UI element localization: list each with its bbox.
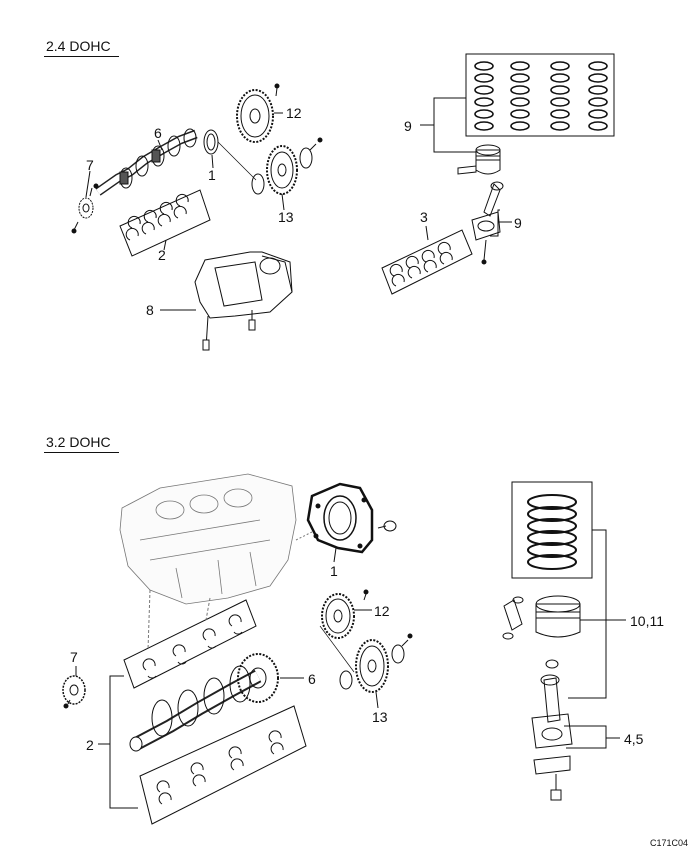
upper-bearings-3-2-illustration xyxy=(123,599,257,689)
callout-flywheel-3-2: 12 xyxy=(374,603,390,619)
section-title-2-4-dohc: 2.4 DOHC xyxy=(44,38,119,57)
flywheel-3-2-illustration xyxy=(321,589,369,639)
flywheel-2-4-illustration xyxy=(236,83,280,143)
callout-flywheel-2-4: 12 xyxy=(286,105,302,121)
piston-3-2-illustration xyxy=(535,595,581,638)
callout-drive-plate-3-2: 13 xyxy=(372,709,388,725)
callout-crank-sprocket-3-2: 7 xyxy=(70,649,78,665)
callout-bearings-3-2: 2 xyxy=(86,737,94,753)
callout-rod-bearings-3-2: 4,5 xyxy=(624,731,644,747)
callout-drive-plate-2-4: 13 xyxy=(278,209,294,225)
callout-rear-seal-3-2: 1 xyxy=(330,563,338,579)
callout-piston-3-2: 10,11 xyxy=(630,613,664,629)
balance-shaft-module-illustration xyxy=(194,251,293,351)
crankshaft-2-4-illustration xyxy=(95,128,198,196)
rod-bearings-2-4-illustration xyxy=(381,229,473,295)
piston-pin-3-2-illustration xyxy=(502,596,524,640)
piston-rings-3-2-illustration xyxy=(511,481,593,579)
crankshaft-3-2-illustration xyxy=(129,653,279,752)
piston-rings-2-4-illustration xyxy=(465,53,615,137)
seal-ring-2-4-illustration xyxy=(203,129,219,155)
rear-seal-housing-3-2-illustration xyxy=(306,482,374,554)
callout-rod-bearings-2-4: 3 xyxy=(420,209,428,225)
connecting-rod-2-4-illustration xyxy=(471,181,504,265)
callout-connecting-rod-2-4: 9 xyxy=(514,215,522,231)
engine-block-3-2-illustration xyxy=(119,473,297,605)
callout-seal-2-4: 1 xyxy=(208,167,216,183)
lower-bearings-3-2-illustration xyxy=(139,705,307,825)
callout-balance-shaft-2-4: 8 xyxy=(146,302,154,318)
callout-piston-rings-2-4: 9 xyxy=(404,118,412,134)
callout-bearings-2-4: 2 xyxy=(158,247,166,263)
bolt-3-2-illustration xyxy=(377,520,397,532)
callout-crank-sprocket-2-4: 7 xyxy=(86,157,94,173)
drive-plate-2-4-illustration xyxy=(251,137,323,195)
bearing-set-2-4-illustration xyxy=(119,189,211,257)
section-title-3-2-dohc: 3.2 DOHC xyxy=(44,434,119,453)
figure-code: C171C04 xyxy=(650,838,689,848)
callout-crankshaft-3-2: 6 xyxy=(308,671,316,687)
drive-plate-3-2-illustration xyxy=(339,633,413,693)
piston-2-4-illustration xyxy=(457,144,501,175)
crank-sprocket-2-4-illustration xyxy=(71,183,99,234)
crank-sprocket-3-2-illustration xyxy=(62,675,86,709)
connecting-rod-3-2-illustration xyxy=(531,659,573,801)
callout-crankshaft-2-4: 6 xyxy=(154,125,162,141)
